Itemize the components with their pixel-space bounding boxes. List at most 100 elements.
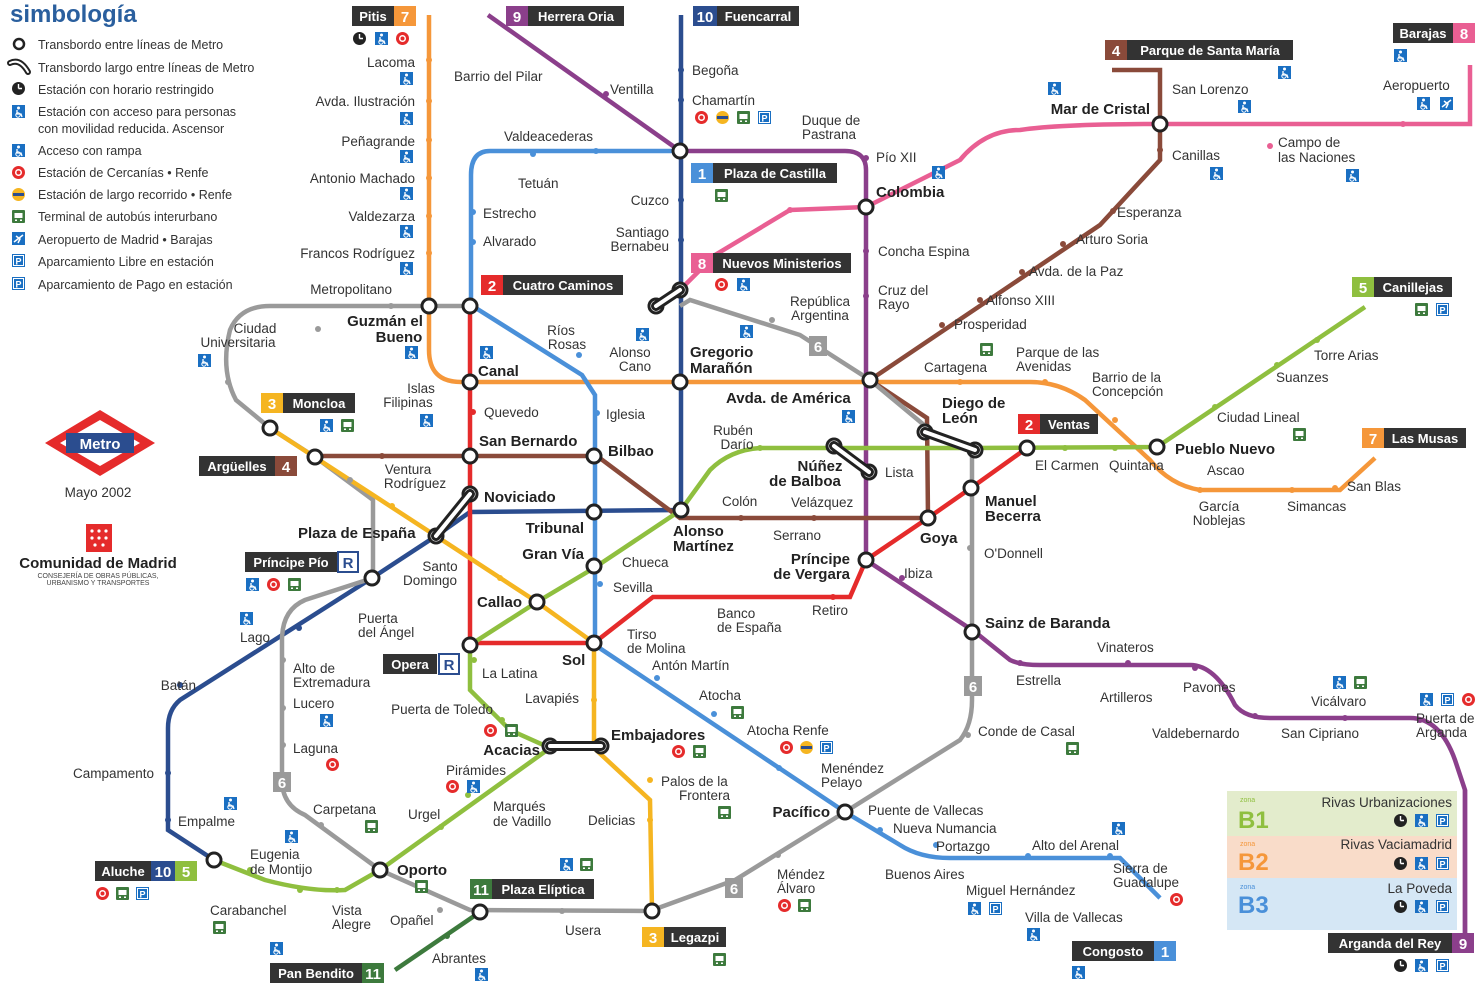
svg-text:con movilidad reducida. Ascens: con movilidad reducida. Ascensor [38, 122, 224, 136]
svg-text:de Molina: de Molina [627, 641, 686, 656]
legend-title: simbología [10, 1, 137, 28]
svg-text:zona: zona [1240, 884, 1255, 891]
legend: simbología Transbordo entre líneas de Me… [7, 1, 254, 292]
svg-text:Mar de Cristal: Mar de Cristal [1051, 101, 1150, 118]
line-4 [313, 67, 1163, 521]
terminal-nuevos-ministerios: 8 Nuevos Ministerios [691, 253, 851, 292]
svg-text:Estrella: Estrella [1016, 673, 1062, 688]
terminal-barajas: Barajas 8 [1393, 23, 1475, 63]
svg-text:García: García [1199, 499, 1240, 514]
svg-text:Pitis: Pitis [359, 9, 386, 24]
svg-text:San Blas: San Blas [1347, 479, 1401, 494]
svg-text:Guadalupe: Guadalupe [1113, 875, 1179, 890]
svg-text:1: 1 [698, 166, 706, 183]
transfer-rings [205, 115, 1169, 921]
svg-text:Opera: Opera [391, 657, 429, 672]
comunidad-logo [86, 524, 112, 552]
line-6-badges: 6 6 6 6 [273, 336, 982, 898]
svg-text:3: 3 [268, 396, 276, 413]
long-distance-renfe-icon [10, 186, 27, 203]
station-labels: Lacoma Avda. Ilustración Peñagrande Anto… [73, 55, 1475, 966]
svg-text:R: R [343, 555, 354, 572]
svg-text:Sierra de: Sierra de [1113, 861, 1168, 876]
svg-text:Miguel Hernández: Miguel Hernández [966, 883, 1076, 898]
terminal-legazpi: 3 Legazpi [642, 927, 726, 966]
svg-text:Tetuán: Tetuán [518, 176, 559, 191]
svg-text:11: 11 [473, 882, 489, 899]
svg-text:Atocha Renfe: Atocha Renfe [747, 723, 829, 738]
svg-text:Urgel: Urgel [408, 807, 440, 822]
svg-text:Cano: Cano [619, 359, 651, 374]
svg-text:Sol: Sol [562, 652, 585, 669]
svg-text:Buenos Aires: Buenos Aires [885, 867, 965, 882]
svg-text:Herrera Oria: Herrera Oria [538, 9, 615, 24]
svg-text:El Carmen: El Carmen [1035, 458, 1099, 473]
svg-text:Barajas: Barajas [1400, 26, 1447, 41]
svg-text:Antón Martín: Antón Martín [652, 658, 729, 673]
svg-text:Pueblo Nuevo: Pueblo Nuevo [1175, 441, 1275, 458]
svg-text:5: 5 [182, 864, 190, 881]
svg-text:de España: de España [717, 620, 782, 635]
svg-text:Islas: Islas [407, 381, 435, 396]
svg-text:B2: B2 [1238, 849, 1269, 876]
svg-text:Marqués: Marqués [493, 799, 546, 814]
svg-text:Extremadura: Extremadura [293, 675, 371, 690]
svg-text:9: 9 [1459, 936, 1467, 953]
svg-text:Laguna: Laguna [293, 741, 339, 756]
svg-text:Nueva Numancia: Nueva Numancia [893, 821, 997, 836]
svg-text:Alto de: Alto de [293, 661, 335, 676]
svg-text:Pirámides: Pirámides [446, 763, 506, 778]
svg-text:Estrecho: Estrecho [483, 206, 536, 221]
intercity-bus-icon [12, 210, 25, 223]
comunidad-name: Comunidad de Madrid [19, 555, 177, 572]
svg-text:Guzmán el: Guzmán el [347, 313, 423, 330]
svg-text:de Vergara: de Vergara [773, 566, 850, 583]
svg-text:Alonso: Alonso [609, 345, 650, 360]
svg-text:Embajadores: Embajadores [611, 727, 705, 744]
terminal-principe-pio: Príncipe Pío R [245, 551, 359, 592]
svg-text:Menéndez: Menéndez [821, 761, 884, 776]
svg-text:Lucero: Lucero [293, 696, 334, 711]
svg-text:6: 6 [730, 881, 738, 898]
line-2 [467, 306, 1029, 646]
svg-text:Las Musas: Las Musas [1392, 431, 1458, 446]
svg-text:San Lorenzo: San Lorenzo [1172, 82, 1249, 97]
line-11 [393, 910, 482, 972]
terminal-ventas: 2 Ventas [1018, 414, 1098, 434]
svg-text:República: República [790, 294, 851, 309]
svg-text:Oporto: Oporto [397, 862, 447, 879]
svg-text:Alvarado: Alvarado [483, 234, 536, 249]
svg-text:Príncipe: Príncipe [791, 551, 850, 568]
svg-text:R: R [444, 657, 455, 674]
svg-text:Valdeacederas: Valdeacederas [504, 129, 593, 144]
svg-text:7: 7 [401, 9, 409, 26]
svg-text:zona: zona [1240, 841, 1255, 848]
svg-text:B3: B3 [1238, 892, 1269, 919]
metro-logo: Metro [45, 410, 155, 476]
svg-text:Transbordo largo entre líneas: Transbordo largo entre líneas de Metro [38, 61, 254, 75]
paid-parking-icon [11, 276, 26, 291]
svg-text:Valdebernardo: Valdebernardo [1152, 726, 1240, 741]
terminal-pitis: Pitis 7 [352, 6, 416, 46]
svg-text:Transbordo entre líneas de Met: Transbordo entre líneas de Metro [38, 38, 223, 52]
svg-text:Alfonso XIII: Alfonso XIII [986, 293, 1055, 308]
svg-text:Concha Espina: Concha Espina [878, 244, 970, 259]
svg-text:Parque de las: Parque de las [1016, 345, 1100, 360]
svg-text:zona: zona [1240, 797, 1255, 804]
svg-text:Puerta de: Puerta de [1416, 711, 1475, 726]
svg-text:Legazpi: Legazpi [671, 930, 719, 945]
svg-text:Portazgo: Portazgo [936, 839, 990, 854]
svg-text:Domingo: Domingo [403, 573, 457, 588]
wheelchair-ramp-icon [11, 143, 26, 158]
svg-text:Ventas: Ventas [1048, 417, 1090, 432]
svg-text:Carabanchel: Carabanchel [210, 903, 287, 918]
svg-text:Universitaria: Universitaria [200, 335, 276, 350]
svg-text:Noviciado: Noviciado [484, 489, 556, 506]
svg-text:Pastrana: Pastrana [802, 127, 857, 142]
svg-text:las Naciones: las Naciones [1278, 150, 1356, 165]
svg-text:Bernabeu: Bernabeu [610, 239, 669, 254]
svg-text:Puerta: Puerta [358, 611, 398, 626]
svg-text:Arganda del Rey: Arganda del Rey [1339, 936, 1442, 951]
svg-text:Rodríguez: Rodríguez [384, 476, 447, 491]
